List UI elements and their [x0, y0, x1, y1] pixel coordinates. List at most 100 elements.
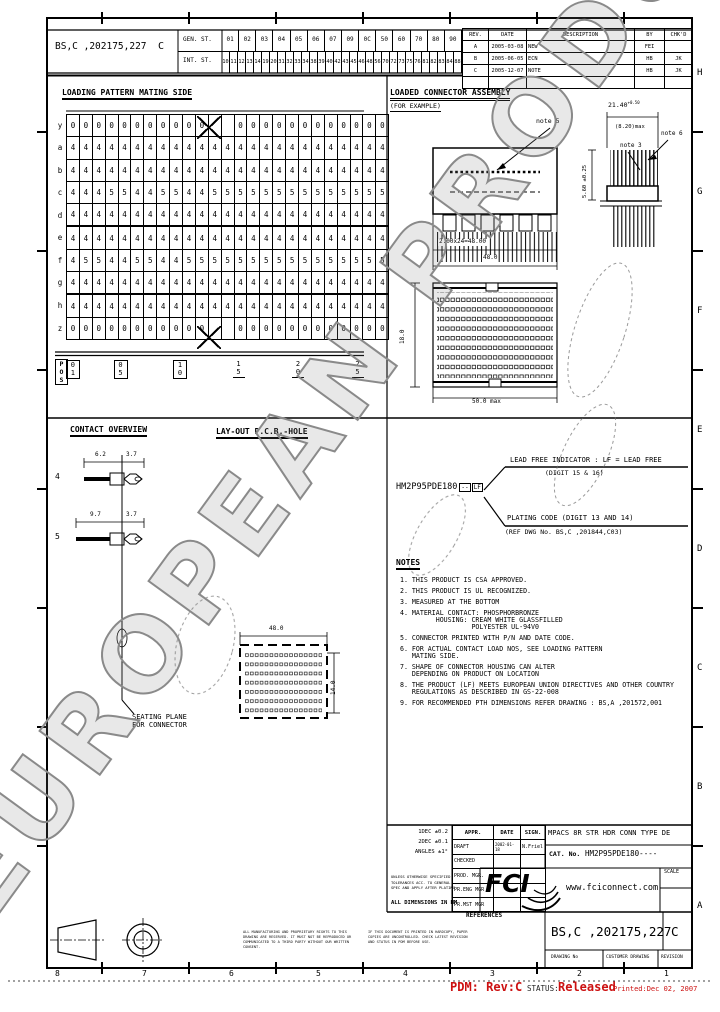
pattern-cell: 4 [207, 136, 222, 160]
customer-drawing-label: CUSTOMER DRAWING [606, 955, 650, 960]
pcb-dim-height: 14.0 [330, 680, 337, 695]
grid-letter: E [697, 425, 703, 435]
website-link[interactable]: www.fciconnect.com [566, 883, 659, 893]
scale-label: SCALE [664, 869, 680, 875]
int-status-cell: 11 [230, 51, 238, 73]
gen-status-cell: 01 [222, 30, 240, 52]
note-item: 4. MATERIAL CONTACT: PHOSPHORBRONZE HOUS… [400, 609, 563, 632]
pattern-cell: 4 [182, 180, 196, 205]
pattern-cell: 0 [104, 113, 119, 138]
plating-code-line2: (REF DWG No. BS,C ,201844,C03) [505, 528, 623, 536]
pattern-cell: 4 [272, 271, 287, 295]
pattern-cell: 4 [130, 293, 145, 318]
pattern-cell: 5 [104, 180, 119, 205]
pattern-cell: 4 [182, 271, 196, 295]
gen-status-cell: 04 [273, 30, 291, 52]
position-marker: 2 0 [292, 360, 304, 378]
note-item: 1. THIS PRODUCT IS CSA APPROVED. [400, 576, 528, 584]
pattern-cell: 4 [194, 136, 209, 160]
unloaded-cross-mark-bottom [197, 326, 221, 349]
pattern-cell: 0 [285, 113, 300, 138]
int-status-cell: 45 [350, 51, 358, 73]
pattern-cell: 4 [182, 136, 196, 160]
grid-letter: D [697, 544, 703, 554]
grid-letter: A [697, 901, 703, 911]
grid-number: 3 [490, 969, 495, 978]
pattern-cell: 5 [207, 180, 222, 205]
pattern-cell: 4 [336, 136, 351, 160]
pattern-cell [220, 316, 235, 340]
pattern-cell: 4 [272, 225, 287, 250]
legal-text-left: ALL MANUFACTURING AND PROPRIETARY RIGHTS… [243, 930, 352, 950]
pattern-cell: 4 [207, 158, 222, 182]
frame-dash [693, 369, 703, 371]
grid-number: 7 [142, 969, 147, 978]
frame-tick [623, 962, 625, 974]
pattern-cell: 4 [246, 271, 261, 295]
pattern-row-label: d [54, 203, 67, 227]
int-status-cell: 12 [238, 51, 246, 73]
pattern-cell: 4 [182, 158, 196, 182]
frame-tick [449, 12, 451, 24]
grid-letter: C [697, 663, 703, 673]
notes-list: 1. THIS PRODUCT IS CSA APPROVED. 2. THIS … [400, 577, 690, 712]
pattern-cell: 4 [156, 248, 171, 273]
frame-dash [37, 607, 47, 609]
int-status-cell: 38 [310, 51, 318, 73]
fci-logo: FCI [485, 869, 530, 898]
revision-label: REVISION [661, 955, 683, 960]
pattern-cell: 4 [220, 293, 235, 318]
gen-status-cell: 02 [239, 30, 257, 52]
approval-cell [520, 853, 546, 870]
int-status-cell: 76 [414, 51, 422, 73]
pattern-cell: 4 [207, 271, 222, 295]
pattern-cell: 4 [66, 158, 80, 182]
int-status-cell: 32 [286, 51, 294, 73]
contact5-dim2: 3.7 [126, 511, 137, 518]
pattern-cell: 4 [169, 203, 184, 227]
part-number-leadfree-digits: LF [471, 483, 483, 492]
contact4-id: 4 [55, 472, 60, 481]
approval-row: PROD. MGR. [452, 868, 546, 884]
pattern-row-label: e [54, 226, 67, 250]
dimensions-note: ALL DIMENSIONS IN MM [391, 900, 458, 906]
pattern-cell: 0 [91, 113, 106, 138]
grid-number: 8 [55, 969, 60, 978]
approval-header-cell: APPR. [452, 824, 494, 841]
pattern-cell: 5 [272, 180, 287, 205]
pattern-cell: 4 [66, 271, 80, 295]
pattern-cell: 4 [310, 136, 325, 160]
loading-pattern-title: LOADING PATTERN MATING SIDE [62, 88, 193, 101]
pattern-cell: 4 [156, 203, 171, 227]
note-item: 2. THIS PRODUCT IS UL RECOGNIZED. [400, 587, 532, 596]
pattern-cell: 4 [143, 158, 158, 182]
pattern-cell: 0 [285, 316, 300, 340]
pattern-cell: 4 [285, 293, 300, 318]
frame-dash [693, 488, 703, 490]
int-status-cell: 20 [270, 51, 278, 73]
position-marker: 0 5 [113, 360, 128, 379]
pattern-cell: 4 [66, 203, 80, 227]
frame-tick [188, 962, 190, 974]
dim-2140-value: 21.40 [608, 101, 628, 110]
pattern-cell: 4 [349, 203, 364, 227]
pattern-row-label: a [54, 136, 67, 160]
pattern-row-label: z [54, 317, 67, 340]
pattern-cell: 0 [130, 316, 145, 340]
pattern-cell: 4 [169, 248, 184, 273]
pattern-cell: 4 [182, 203, 196, 227]
note-item: 8. THE PRODUCT (LF) MEETS EUROPEAN UNION… [400, 681, 674, 697]
pattern-cell: 0 [272, 316, 287, 340]
int-status-cell: 40 [326, 51, 334, 73]
int-status-cell: 19 [262, 51, 270, 73]
pattern-cell: 4 [91, 180, 106, 205]
grid-number: 2 [577, 969, 582, 978]
int-status-cell: 56 [374, 51, 382, 73]
pattern-cell: 0 [323, 113, 338, 138]
pattern-cell: 4 [91, 136, 106, 160]
pattern-cell: 4 [169, 136, 184, 160]
pattern-cell: 4 [375, 158, 390, 182]
